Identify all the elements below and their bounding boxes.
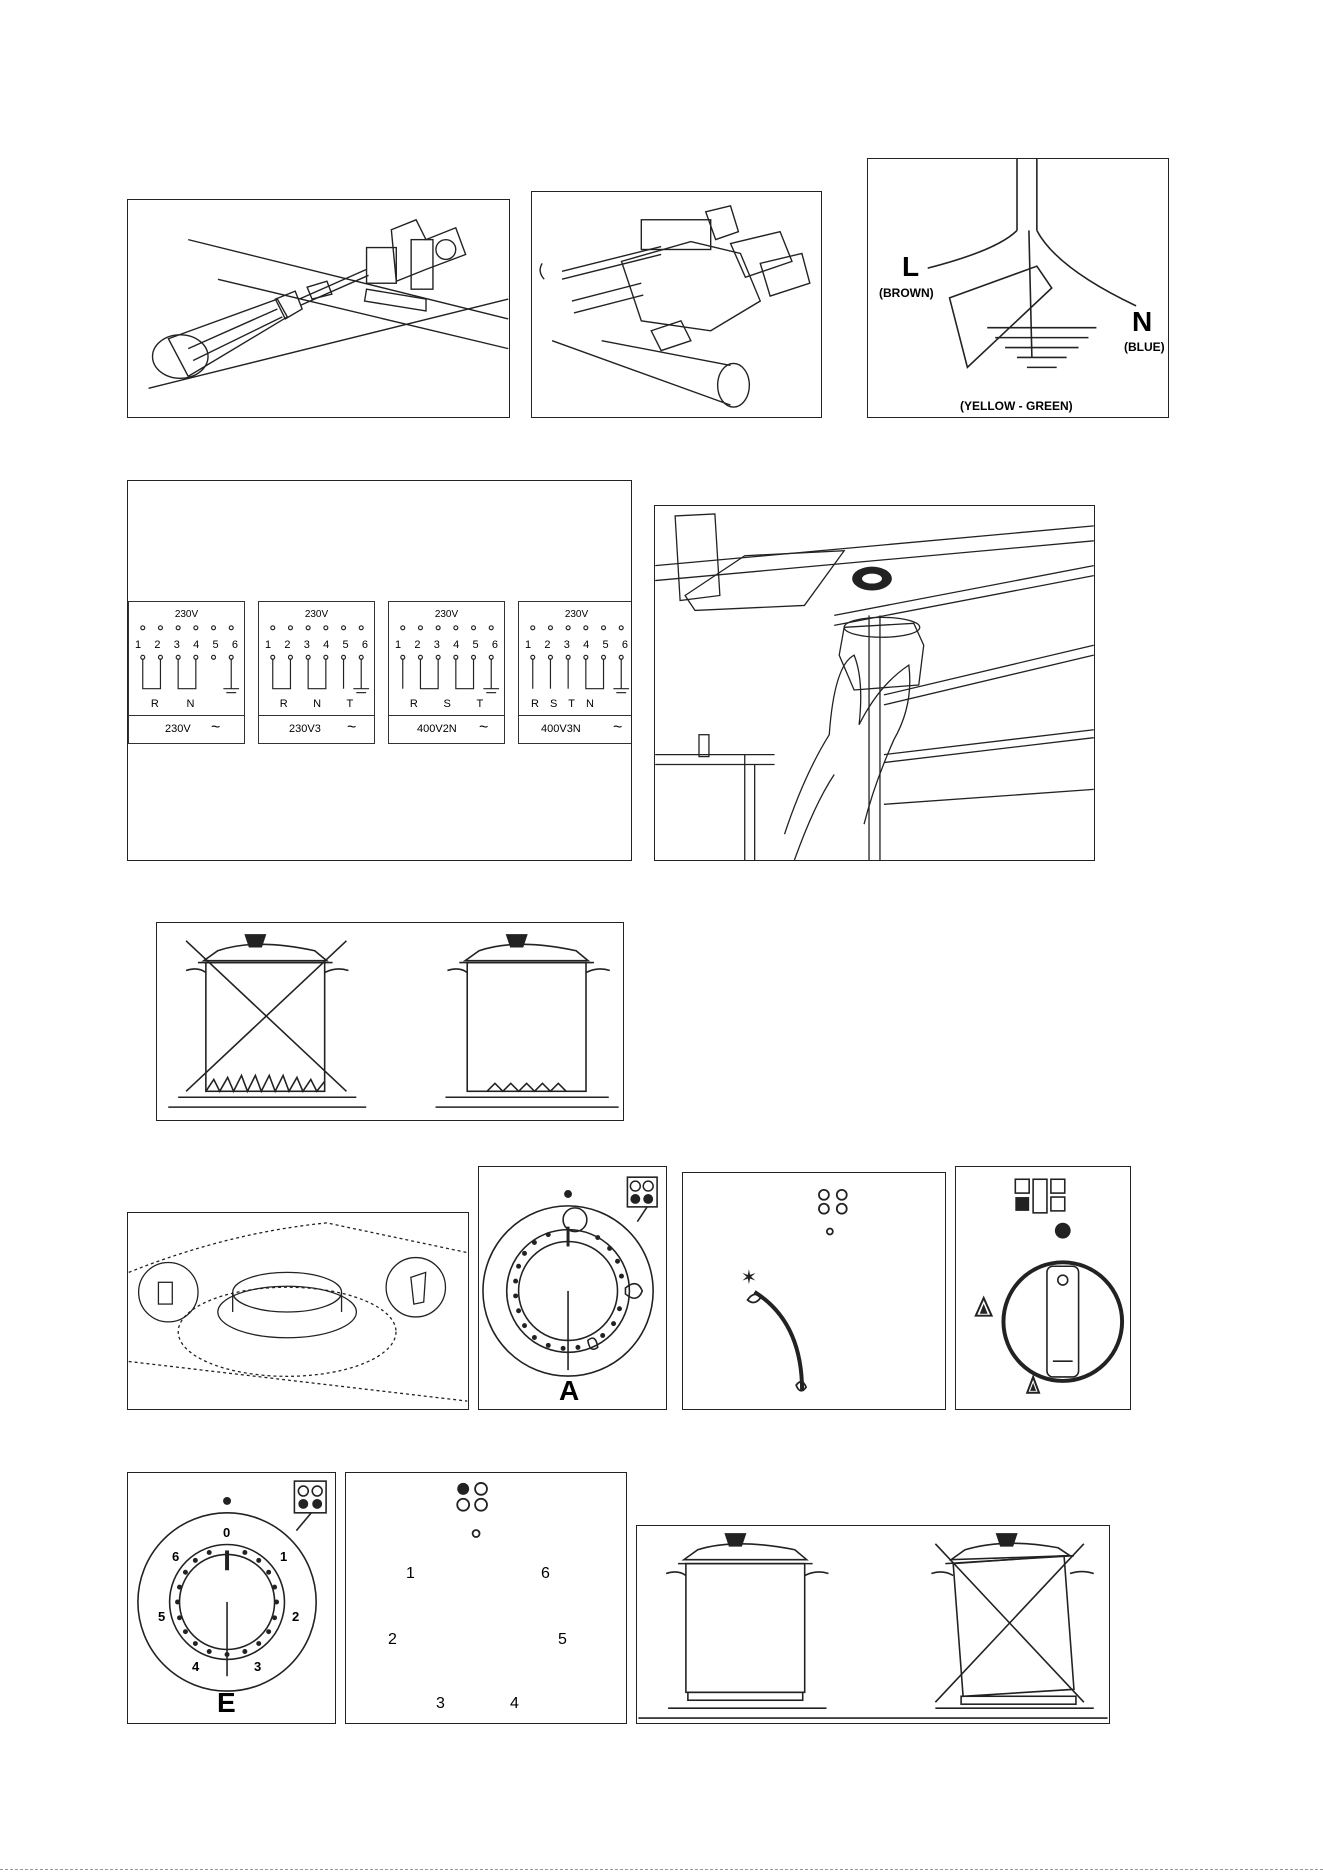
blue-label: (BLUE) — [1124, 340, 1165, 354]
figure-burner-ignition — [127, 1212, 469, 1410]
scale-5: 5 — [558, 1631, 567, 1649]
figure-mains-cable: L (BROWN) N (BLUE) (YELLOW - GREEN) — [867, 158, 1169, 418]
scale-6: 6 — [541, 1565, 550, 1583]
knob-e-pos-2: 2 — [292, 1609, 299, 1624]
page-bottom-rule — [0, 1869, 1323, 1870]
earth-label: (YELLOW - GREEN) — [960, 399, 1073, 413]
pot-hotplate-drawing — [637, 1526, 1109, 1723]
figure-knob-a: A — [478, 1166, 667, 1410]
figure-oven-lamp — [654, 505, 1095, 861]
knob-e-pos-0: 0 — [223, 1525, 230, 1540]
knob-e-pos-3: 3 — [254, 1659, 261, 1674]
knob-e-pos-5: 5 — [158, 1609, 165, 1624]
brown-label: (BROWN) — [879, 286, 934, 300]
knob-e-label: E — [217, 1687, 236, 1719]
figure-flame-curve: ✶ — [682, 1172, 946, 1410]
spark-icon: ✶ — [741, 1266, 758, 1289]
knob-e-pos-1: 1 — [280, 1549, 287, 1564]
figure-pot-flame-size — [156, 922, 624, 1121]
figure-knob-e: 0 1 2 3 4 5 6 E — [127, 1472, 336, 1724]
figure-oven-knob — [955, 1166, 1131, 1410]
oven-lamp-drawing — [655, 506, 1094, 860]
hotplate-symbol-drawing — [346, 1473, 626, 1723]
screwdriver-tap-drawing — [128, 200, 509, 417]
knob-e-pos-6: 6 — [172, 1549, 179, 1564]
gas-valve-drawing — [532, 192, 821, 417]
scale-1: 1 — [406, 1565, 415, 1583]
knob-a-label: A — [559, 1375, 579, 1407]
scale-4: 4 — [510, 1695, 519, 1713]
knob-e-drawing — [128, 1473, 335, 1723]
figure-gas-valve — [531, 191, 822, 418]
knob-a-drawing — [479, 1167, 666, 1409]
oven-knob-drawing — [956, 1167, 1130, 1409]
scale-2: 2 — [388, 1631, 397, 1649]
scale-3: 3 — [436, 1695, 445, 1713]
knob-e-pos-4: 4 — [192, 1659, 199, 1674]
figure-hotplate-scale: 1 2 3 6 5 4 — [345, 1472, 627, 1724]
figure-screwdriver-tap — [127, 199, 510, 418]
burner-drawing — [128, 1213, 468, 1409]
neutral-label: N — [1132, 306, 1152, 338]
live-label: L — [902, 251, 919, 283]
figure-pot-hotplate — [636, 1525, 1110, 1724]
flame-curve-drawing: ✶ — [683, 1173, 945, 1409]
pot-flame-drawing — [157, 923, 623, 1120]
